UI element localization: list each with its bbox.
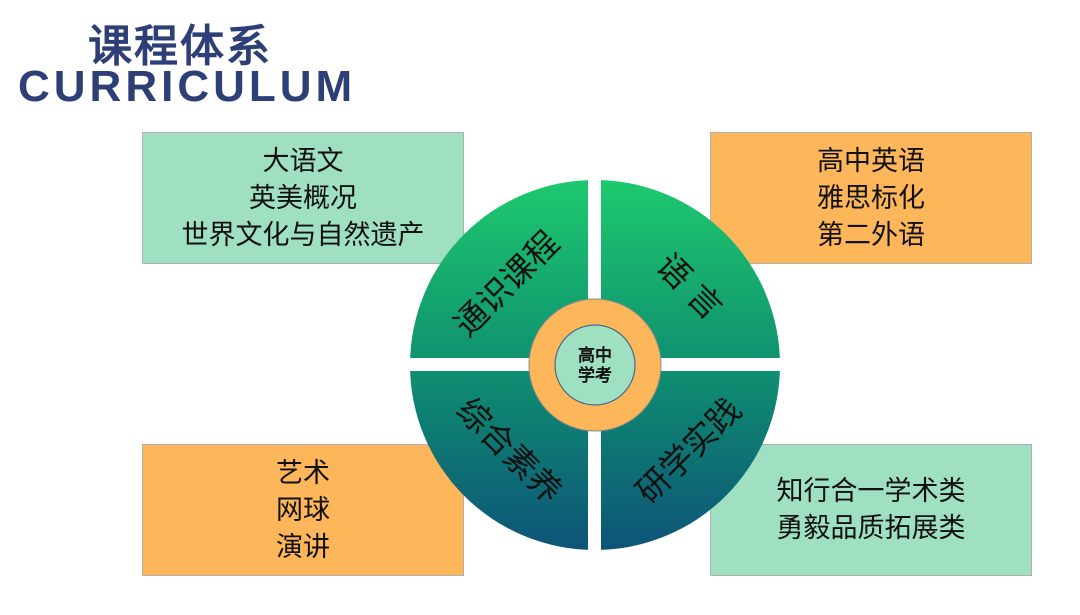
center-label: 高中 xyxy=(578,345,612,366)
research-box: 知行合一学术类 勇毅品质拓展类 xyxy=(710,444,1032,576)
box-line: 勇毅品质拓展类 xyxy=(776,513,966,544)
language-box: 高中英语 雅思标化 第二外语 xyxy=(710,132,1032,264)
box-line: 雅思标化 xyxy=(817,182,925,214)
general-courses-box: 大语文 英美概况 世界文化与自然遗产 xyxy=(142,132,464,264)
box-line: 大语文 xyxy=(262,145,344,177)
box-line: 网球 xyxy=(276,494,330,526)
center-label: 学考 xyxy=(578,365,612,386)
title-english: CURRICULUM xyxy=(18,62,357,111)
box-line: 英美概况 xyxy=(249,182,357,214)
center-circle xyxy=(554,324,636,406)
box-line: 第二外语 xyxy=(817,219,925,251)
comprehensive-box: 艺术 网球 演讲 xyxy=(142,444,464,576)
box-line: 知行合一学术类 xyxy=(776,476,966,507)
title-chinese: 课程体系 xyxy=(88,21,272,72)
box-line: 演讲 xyxy=(276,531,330,563)
box-line: 世界文化与自然遗产 xyxy=(181,219,425,251)
box-line: 艺术 xyxy=(276,457,330,489)
box-line: 高中英语 xyxy=(817,145,925,177)
